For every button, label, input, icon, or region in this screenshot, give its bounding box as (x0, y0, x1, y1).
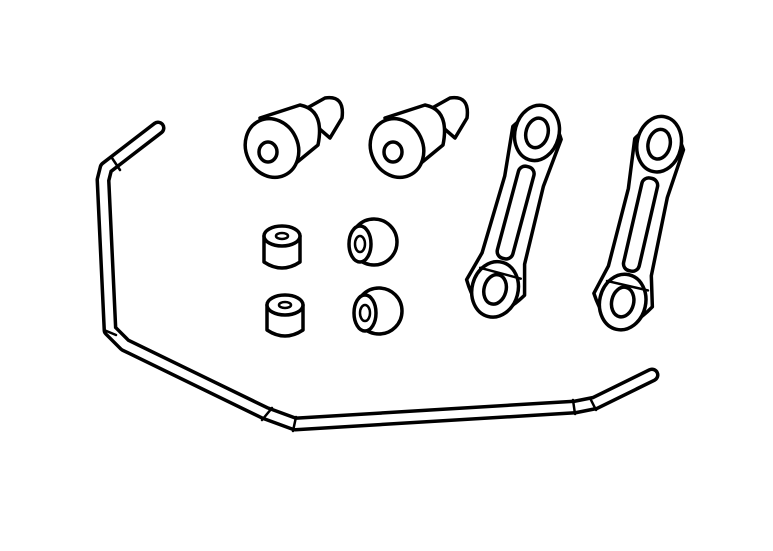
bushing (262, 224, 302, 270)
sway-bar (95, 120, 660, 433)
link-rod (464, 103, 563, 319)
ball-stud (243, 95, 345, 180)
pivot-ball (347, 217, 399, 267)
pivot-ball (352, 286, 404, 336)
link-rod (592, 114, 686, 332)
bushing (265, 293, 305, 338)
ball-stud (368, 95, 470, 180)
